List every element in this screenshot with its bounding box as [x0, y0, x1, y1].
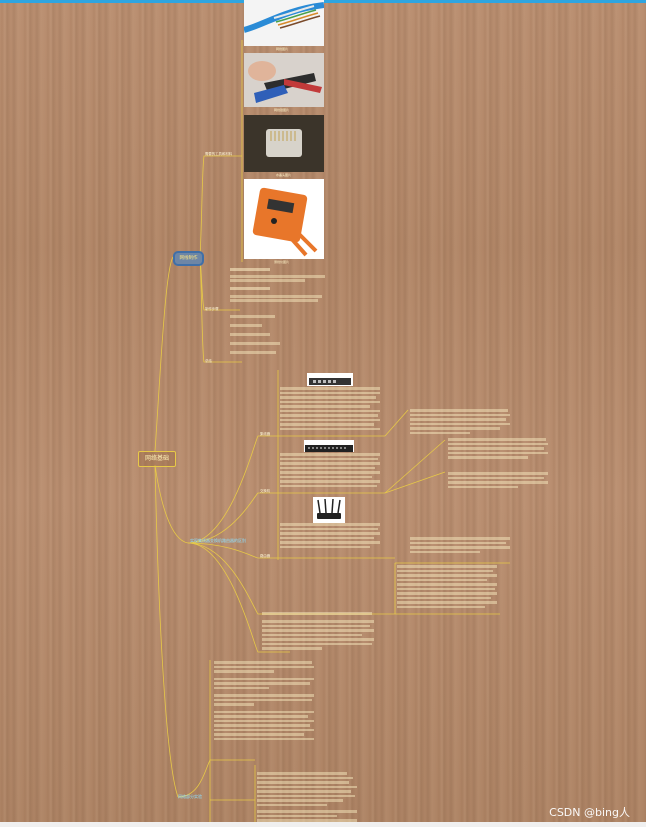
hub-note-block [410, 409, 510, 434]
router-note-block [410, 537, 510, 553]
standard-text-block [230, 315, 310, 354]
branch-node-cable[interactable]: 网线制作 [173, 251, 204, 266]
hub-image [307, 373, 353, 386]
bottom-strip [0, 822, 646, 827]
sub-node-tools[interactable]: 需要的工具和材料 [205, 152, 233, 156]
summary-text-block [262, 620, 377, 650]
cable-image [244, 0, 324, 46]
crimper-image-caption: 网线钳图片 [274, 108, 290, 112]
steps-text-block [230, 267, 330, 303]
sub-node-hub[interactable]: 集线器 [260, 432, 271, 436]
sub-node-switch[interactable]: 交换机 [260, 489, 271, 493]
switch-image [304, 440, 354, 452]
experiment-text-block [214, 661, 314, 740]
root-node[interactable]: 网络基础 [138, 451, 176, 467]
tester-image-caption: 测线仪图片 [274, 260, 290, 264]
branch-node-devices[interactable]: 实现集线器交换机路由器的区别 [190, 538, 246, 543]
hub-text-block [280, 387, 383, 432]
cable-image-caption: 网线图片 [276, 47, 289, 51]
compare-line [262, 612, 374, 615]
sub-node-summary[interactable]: 总结 [205, 359, 212, 363]
rj45-image-caption: 水晶头图片 [276, 173, 292, 177]
sub-node-router[interactable]: 路由器 [260, 554, 271, 558]
sub-node-steps[interactable]: 制作步骤 [205, 307, 219, 311]
switch-text-block [280, 453, 383, 489]
compare-text-block [397, 565, 502, 608]
switch-note-block-a [448, 438, 548, 459]
branch-node-experiment[interactable]: 网络部分实验 [178, 794, 202, 799]
router-image [313, 497, 345, 523]
rj45-image [244, 115, 324, 172]
tester-image [244, 179, 324, 259]
experiment-detail-block [257, 772, 357, 822]
crimper-image [244, 53, 324, 107]
switch-note-block-b [448, 472, 548, 488]
router-text-block [280, 523, 383, 550]
watermark: CSDN @bing人 [549, 806, 630, 819]
